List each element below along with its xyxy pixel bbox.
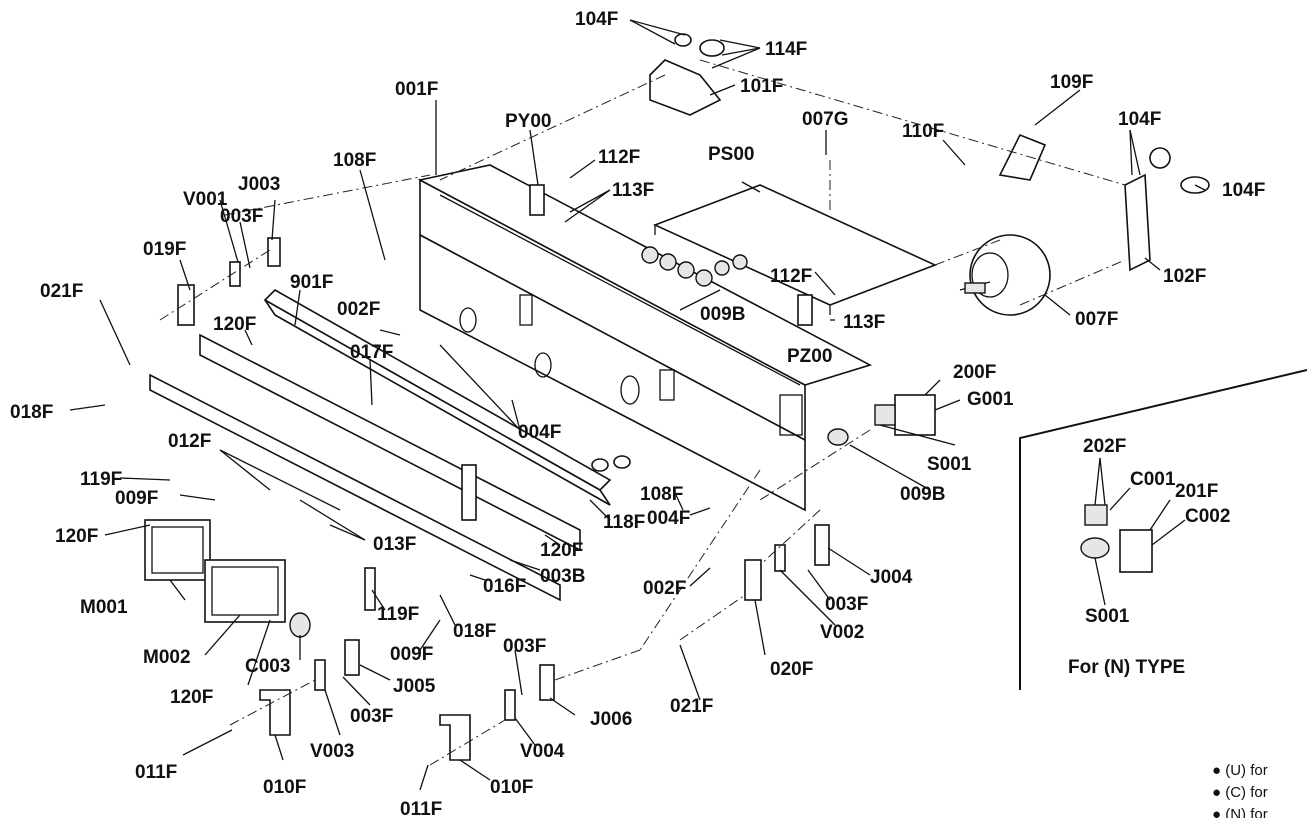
- label-003f-left: 003F: [220, 206, 263, 227]
- inset-label-s001: S001: [1085, 606, 1130, 627]
- label-119f-top: 119F: [80, 469, 122, 490]
- label-200f: 200F: [953, 362, 996, 383]
- label-021f-left: 021F: [40, 281, 83, 302]
- label-007g: 007G: [802, 109, 848, 130]
- label-004f-bot: 004F: [647, 508, 690, 529]
- label-003f-low: 003F: [350, 706, 393, 727]
- label-018f-bot: 018F: [453, 621, 496, 642]
- inset-label-202f: 202F: [1083, 436, 1126, 457]
- label-004f-mid: 004F: [518, 422, 561, 443]
- label-104f-top: 104F: [575, 9, 618, 30]
- label-002f-top: 002F: [337, 299, 380, 320]
- label-011f-left: 011F: [135, 762, 177, 783]
- label-m002: M002: [143, 647, 191, 668]
- label-102f: 102F: [1163, 266, 1206, 287]
- label-003f-mid: 003F: [503, 636, 546, 657]
- label-011f-bot: 011F: [400, 799, 442, 818]
- legend: ● (U) for ● (C) for ● (N) for: [1212, 762, 1268, 818]
- label-119f-bot: 119F: [377, 604, 419, 625]
- label-j006: J006: [590, 709, 632, 730]
- label-j003: J003: [238, 174, 280, 195]
- label-013f: 013F: [373, 534, 416, 555]
- label-020f: 020F: [770, 659, 813, 680]
- label-g001: G001: [967, 389, 1014, 410]
- label-104f-right: 104F: [1118, 109, 1161, 130]
- label-009f-bot: 009F: [390, 644, 433, 665]
- label-120f-mid: 120F: [540, 540, 583, 561]
- switch-assembly-g001: [874, 394, 936, 436]
- label-113f-mid: 113F: [843, 312, 885, 333]
- label-v004: V004: [520, 741, 565, 762]
- legend-u: ● (U) for: [1212, 762, 1268, 779]
- label-108f-bot: 108F: [640, 484, 683, 505]
- label-j005: J005: [393, 676, 436, 697]
- inset-label-201f: 201F: [1175, 481, 1218, 502]
- label-c003: C003: [245, 656, 290, 677]
- label-010f-right: 010F: [490, 777, 533, 798]
- label-v001: V001: [183, 189, 228, 210]
- guide-lines: [159, 59, 1126, 766]
- front-panel-901f: [149, 289, 612, 602]
- label-104f-far: 104F: [1222, 180, 1265, 201]
- meter-m001: [144, 519, 211, 581]
- label-120f-left: 120F: [55, 526, 98, 547]
- bracket-109f: [998, 133, 1047, 181]
- label-py00: PY00: [505, 111, 551, 132]
- label-901f: 901F: [290, 272, 333, 293]
- bracket-101f: [649, 59, 722, 116]
- label-120f-top: 120F: [213, 314, 256, 335]
- label-110f: 110F: [902, 121, 944, 142]
- label-016f: 016F: [483, 576, 526, 597]
- label-019f: 019F: [143, 239, 186, 260]
- inset-n-type: 202F C001 201F C002 S001 For (N) TYPE: [1019, 369, 1307, 690]
- label-m001: M001: [80, 597, 128, 618]
- label-009b-top: 009B: [700, 304, 745, 325]
- label-s001-main: S001: [927, 454, 972, 475]
- label-118f: 118F: [603, 512, 645, 533]
- label-002f-bot: 002F: [643, 578, 686, 599]
- label-018f-left: 018F: [10, 402, 53, 423]
- label-007f: 007F: [1075, 309, 1118, 330]
- label-009f-top: 009F: [115, 488, 158, 509]
- label-003f-right: 003F: [825, 594, 868, 615]
- inset-label-c002: C002: [1185, 506, 1230, 527]
- part-labels: 104F 114F 101F 001F PY00 112F 113F 007G …: [10, 9, 1265, 818]
- motor-007f: [959, 234, 1051, 316]
- leader-lines: [69, 19, 1206, 791]
- label-009b-bot: 009B: [900, 484, 945, 505]
- label-017f: 017F: [350, 342, 393, 363]
- label-j004: J004: [870, 567, 913, 588]
- label-v002: V002: [820, 622, 864, 643]
- meter-m002: [204, 559, 311, 638]
- label-pz00: PZ00: [787, 346, 832, 367]
- label-113f-top: 113F: [612, 180, 654, 201]
- label-ps00: PS00: [708, 144, 754, 165]
- legend-n: ● (N) for: [1212, 806, 1268, 818]
- label-112f-mid: 112F: [770, 266, 812, 287]
- label-021f-bot: 021F: [670, 696, 713, 717]
- label-v003: V003: [310, 741, 354, 762]
- label-112f-top: 112F: [598, 147, 640, 168]
- legend-c: ● (C) for: [1212, 784, 1268, 801]
- main-chassis: [417, 164, 873, 512]
- label-001f: 001F: [395, 79, 438, 100]
- label-114f: 114F: [765, 39, 807, 60]
- label-003b: 003B: [540, 566, 585, 587]
- label-108f-top: 108F: [333, 150, 376, 171]
- label-101f: 101F: [740, 76, 783, 97]
- label-109f: 109F: [1050, 72, 1093, 93]
- label-012f: 012F: [168, 431, 211, 452]
- bracket-102f: [1124, 173, 1151, 272]
- inset-label-c001: C001: [1130, 469, 1176, 490]
- label-120f-bot: 120F: [170, 687, 213, 708]
- label-010f-left: 010F: [263, 777, 306, 798]
- inset-title: For (N) TYPE: [1068, 657, 1185, 678]
